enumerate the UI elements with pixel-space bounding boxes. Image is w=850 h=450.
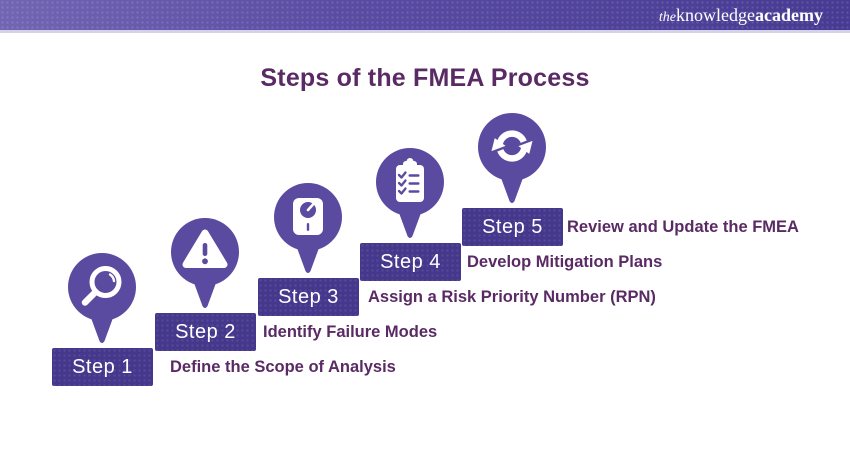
page-title: Steps of the FMEA Process [260,64,590,92]
step1-description: Define the Scope of Analysis [170,358,396,376]
step3-description: Assign a Risk Priority Number (RPN) [368,288,656,306]
step5-description: Review and Update the FMEA [567,218,799,236]
step3-box: Step 3 [258,278,359,316]
knowledge-academy-logo: theknowledgeacademy [659,0,823,33]
step2-box: Step 2 [155,313,256,351]
step2-description: Identify Failure Modes [263,323,438,341]
step2-pin-warning-icon [171,218,239,308]
step3-pin-scale-icon [274,183,342,273]
step4-pin-clipboard-icon [376,148,444,238]
logo-knowledge: knowledge [676,5,756,25]
step5-box: Step 5 [462,208,563,246]
logo-academy: academy [755,5,823,25]
brand-bar: theknowledgeacademy [0,0,850,33]
step1-box: Step 1 [52,348,153,386]
step4-description: Develop Mitigation Plans [467,253,663,271]
step1-pin-magnifier-icon [68,253,136,343]
step4-box: Step 4 [360,243,461,281]
logo-the: the [658,10,677,25]
step5-pin-refresh-icon [478,113,546,203]
